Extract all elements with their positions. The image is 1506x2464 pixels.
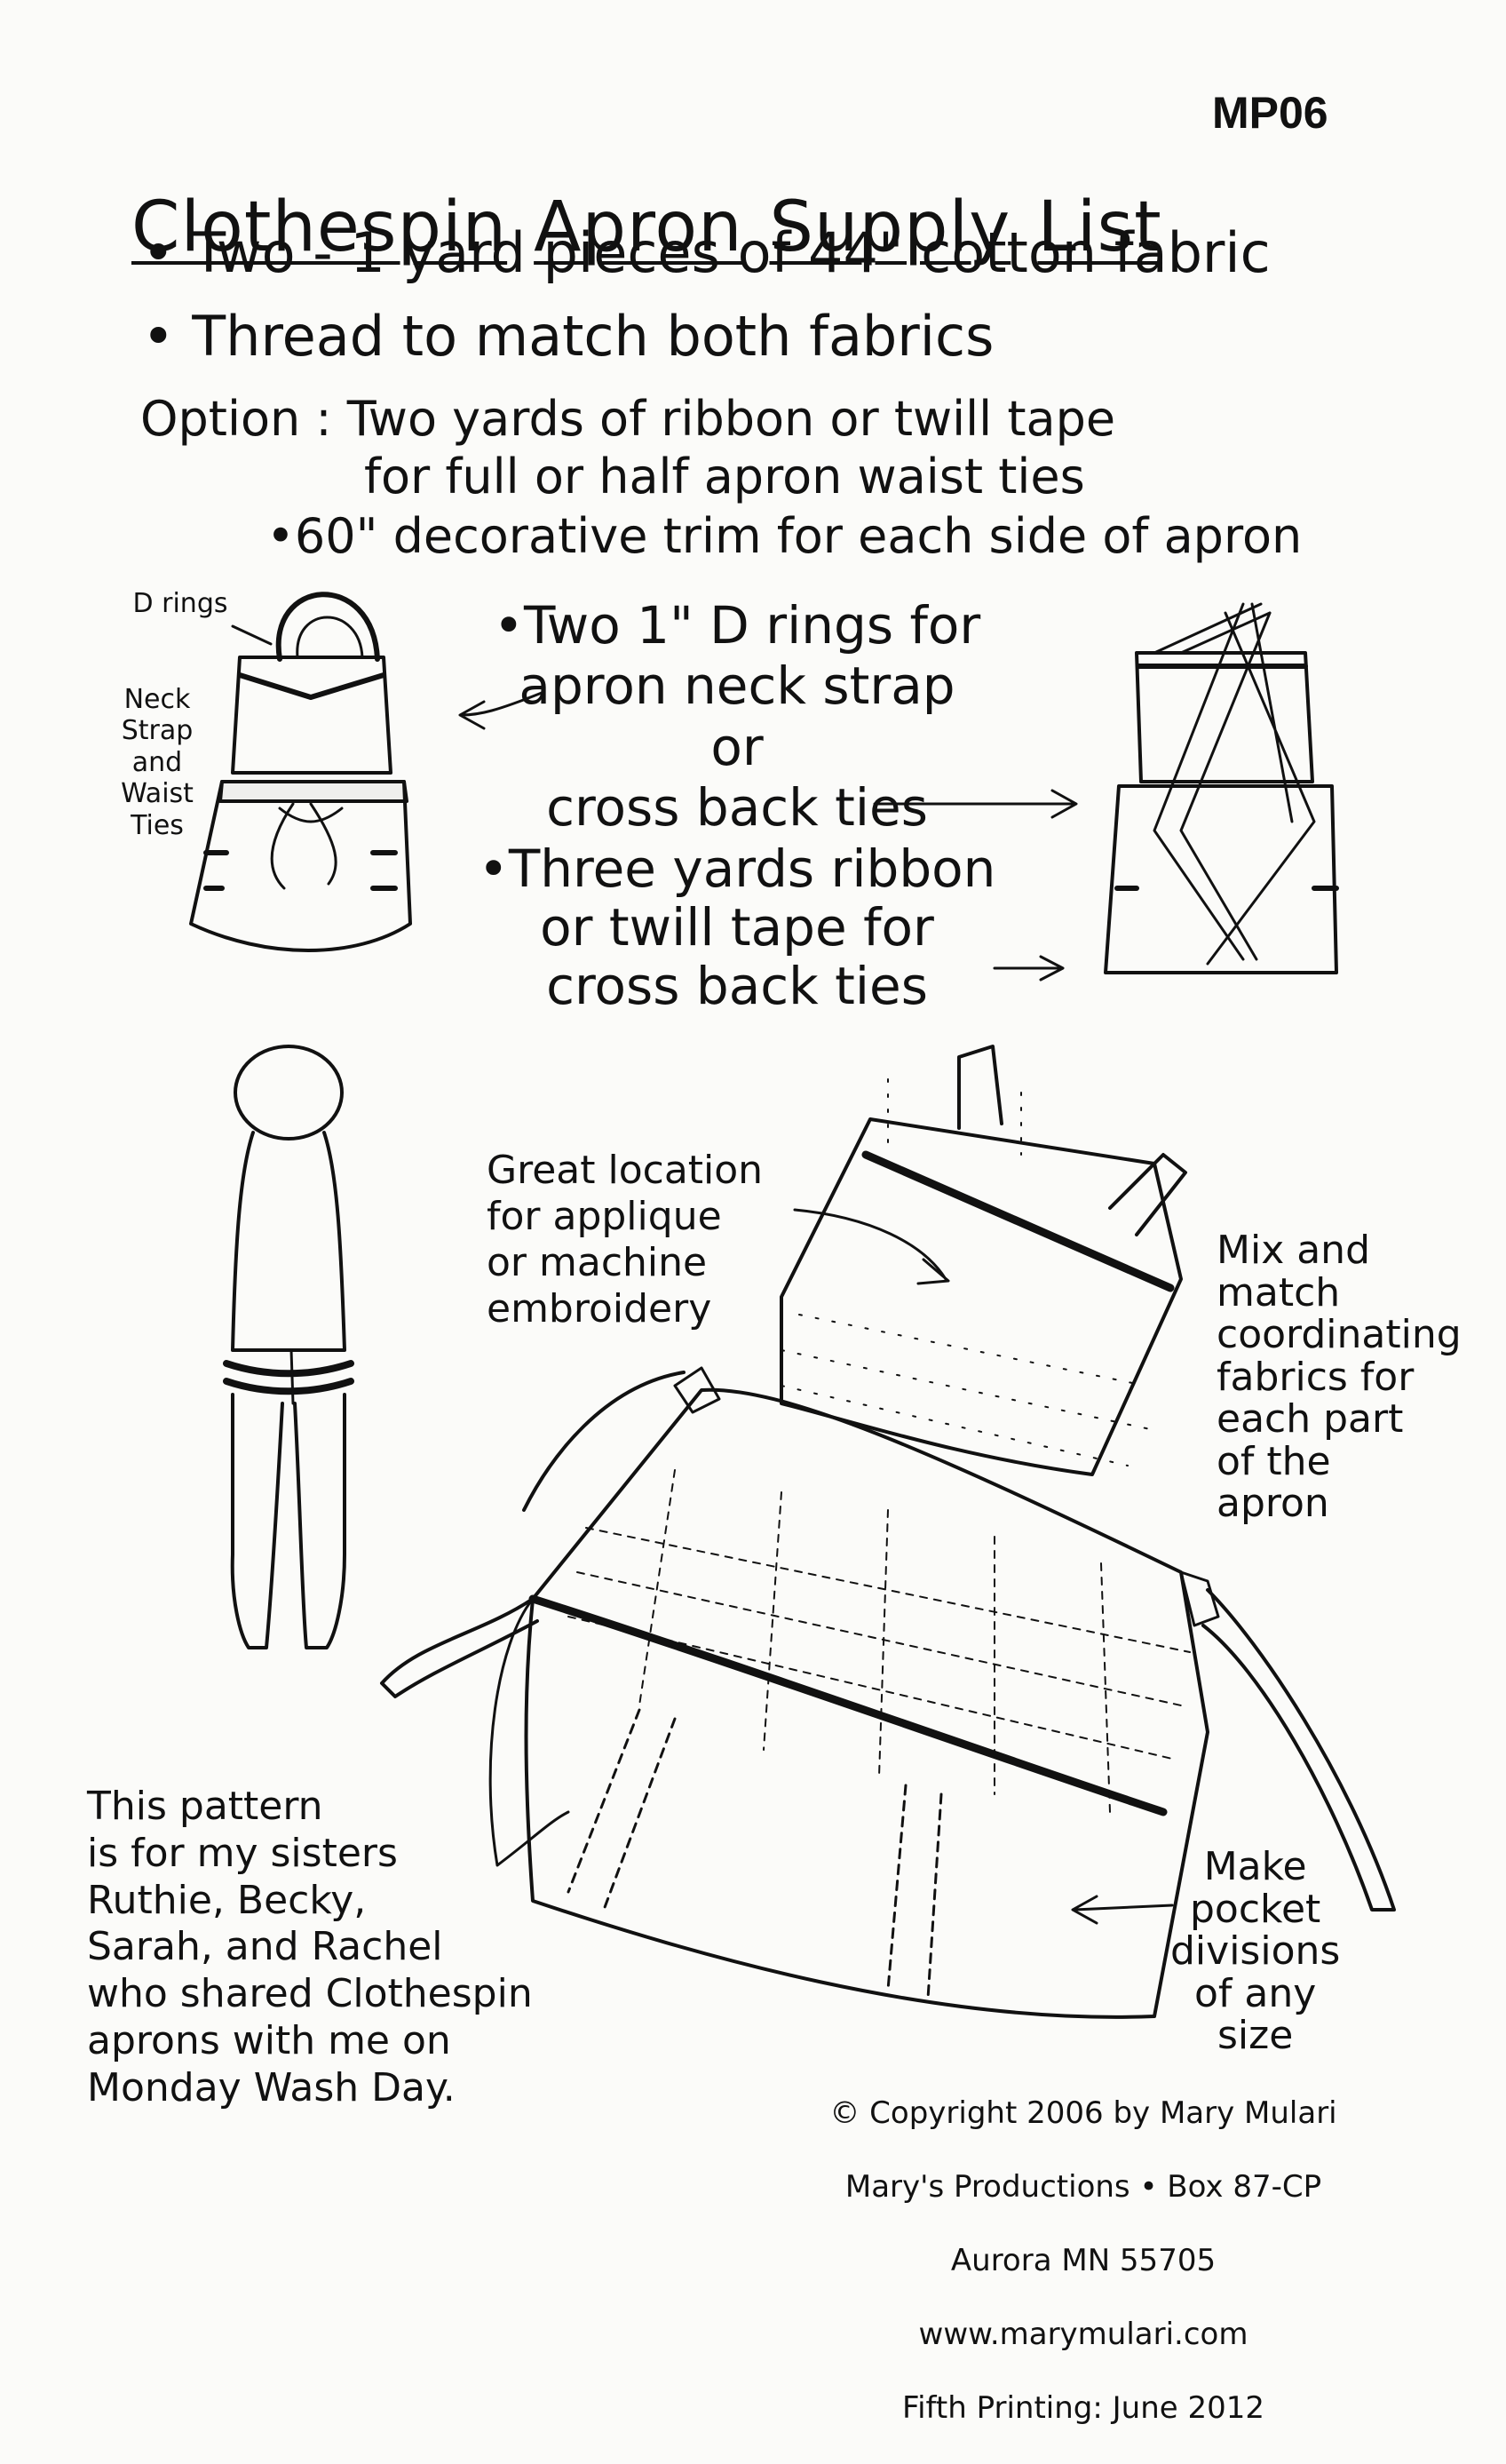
- back-apron-drawing: [1104, 602, 1339, 974]
- d-rings-note: •Two 1" D rings for apron neck strap or …: [493, 595, 981, 839]
- title-word: Supply: [769, 187, 1011, 268]
- option-line: •60" decorative trim for each side of ap…: [266, 508, 1303, 564]
- dedication-text: This pattern is for my sisters Ruthie, B…: [87, 1784, 533, 2110]
- neck-strap-label: Neck Strap and Waist Ties: [121, 684, 194, 841]
- page-title: Clothespin Apron Supply List: [131, 105, 1189, 268]
- ribbon-note: •Three yards ribbon or twill tape for cr…: [478, 839, 996, 1017]
- title-word: List: [1037, 187, 1162, 268]
- copyright-line: © Copyright 2006 by Mary Mulari: [829, 2095, 1337, 2132]
- front-apron-drawing: [189, 592, 412, 952]
- supply-item: • Two - 1 yard pieces of 44" cotton fabr…: [142, 220, 1271, 285]
- title-word: Clothespin: [131, 187, 508, 268]
- pocket-note: Make pocket divisions of any size: [1170, 1844, 1341, 2059]
- illustrations: [189, 592, 1396, 2019]
- copyright-line: Fifth Printing: June 2012: [901, 2390, 1265, 2427]
- d-rings-label: D rings: [132, 588, 228, 619]
- mix-fabrics-note: Mix and match coordinating fabrics for e…: [1217, 1228, 1462, 1527]
- copyright-line: Mary's Productions • Box 87-CP: [844, 2169, 1322, 2206]
- clothespin-drawing: [223, 1045, 354, 1649]
- copyright-line: Aurora MN 55705: [950, 2243, 1217, 2279]
- option-line: Option : Two yards of ribbon or twill ta…: [140, 391, 1116, 447]
- applique-note: Great location for applique or machine e…: [487, 1148, 764, 1331]
- pattern-page: MP06 Clothespin Apron Supply List • Two - 1…: [87, 88, 1462, 2426]
- title-word: Apron: [534, 187, 743, 268]
- supply-item: • Thread to match both fabrics: [142, 304, 995, 369]
- pattern-code: MP06: [1212, 88, 1328, 138]
- large-apron-drawing: [380, 1045, 1396, 2019]
- option-line: for full or half apron waist ties: [364, 449, 1085, 505]
- copyright-line: www.marymulari.com: [918, 2317, 1248, 2353]
